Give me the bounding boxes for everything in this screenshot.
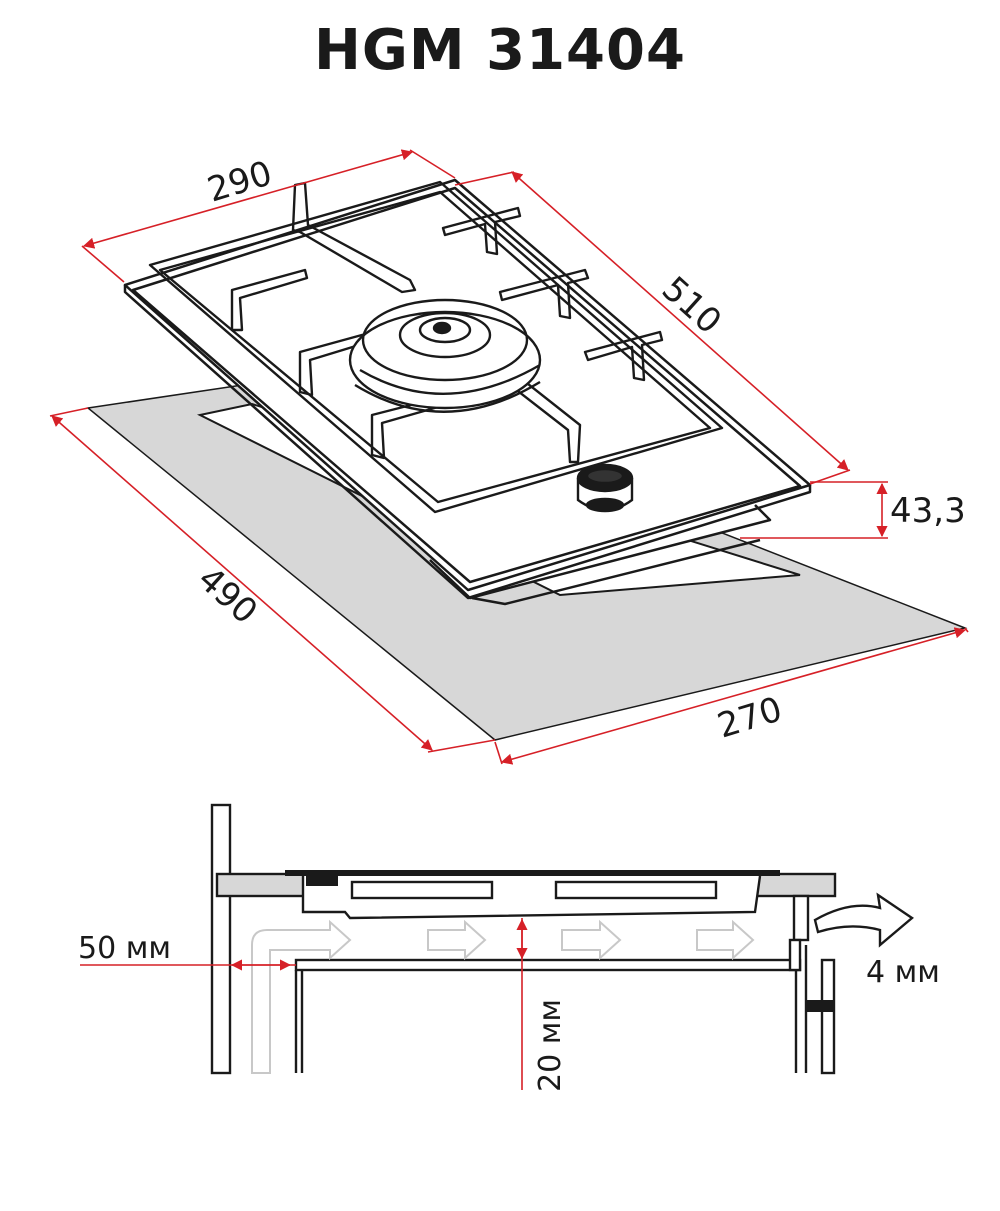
install-dimension-lines bbox=[80, 918, 528, 1090]
dim-cutout-depth: 490 bbox=[190, 559, 265, 632]
installation-section bbox=[210, 803, 837, 1075]
dimension-lines bbox=[49, 149, 969, 765]
page-title: HGM 31404 bbox=[314, 18, 686, 83]
airflow-arrows bbox=[251, 919, 755, 1074]
vent-out-arrow bbox=[813, 892, 914, 948]
dim-height: 43,3 bbox=[890, 491, 966, 531]
dim-width-top: 290 bbox=[203, 153, 277, 210]
control-knob bbox=[576, 463, 634, 513]
dim-vent-gap: 4 мм bbox=[866, 955, 940, 990]
burner bbox=[348, 298, 542, 413]
dim-side-gap: 50 мм bbox=[78, 931, 171, 966]
dim-depth-top: 510 bbox=[654, 269, 729, 342]
dim-air-gap: 20 мм bbox=[533, 999, 568, 1092]
